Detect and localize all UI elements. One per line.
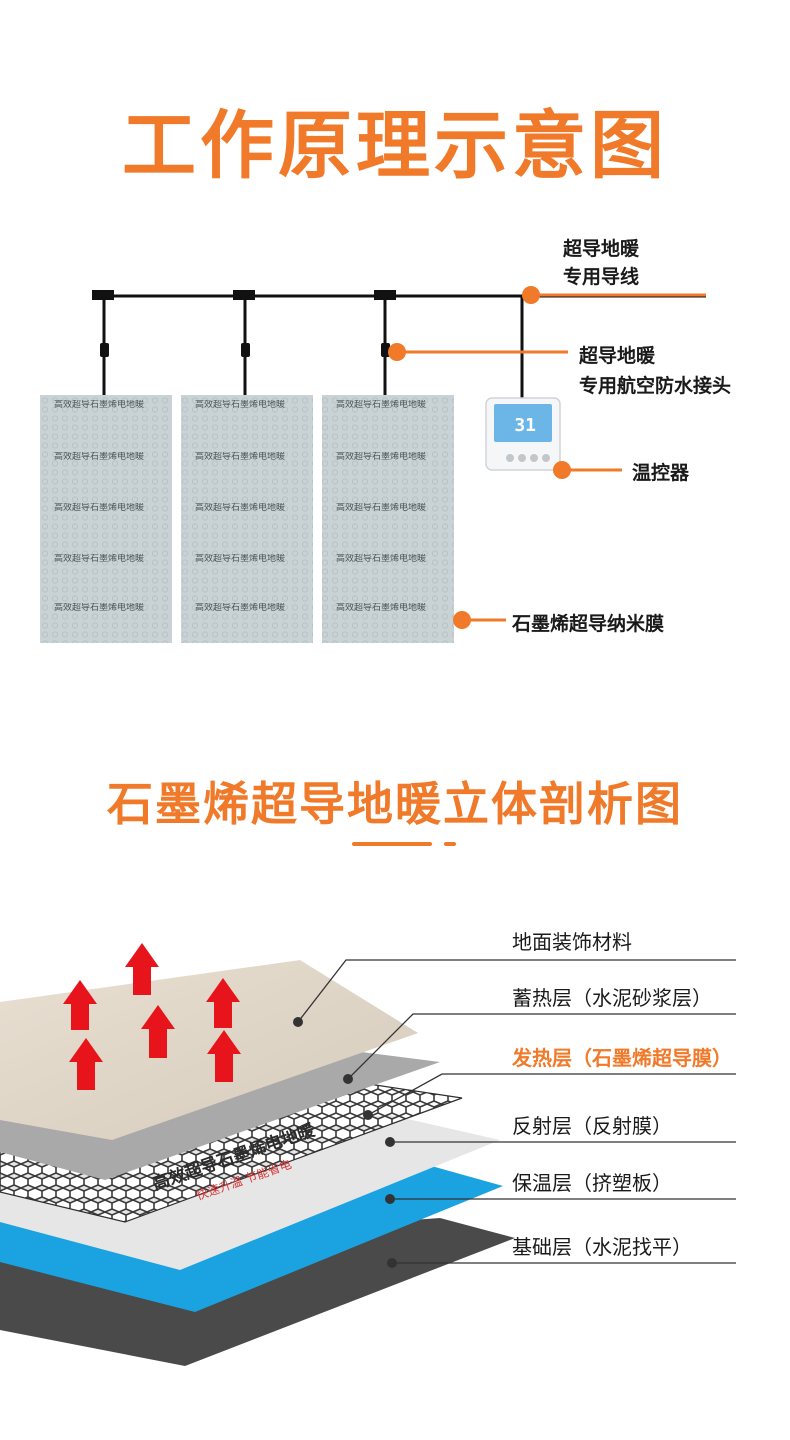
panel-print-text: 高效超导石墨烯电地暖 — [195, 503, 286, 513]
panel-print-text: 高效超导石墨烯电地暖 — [336, 603, 427, 613]
panel-print-text: 高效超导石墨烯电地暖 — [54, 400, 145, 410]
callout-connector — [388, 343, 568, 361]
title-underline-dot — [444, 842, 456, 846]
graphene-film-panel-3 — [322, 395, 454, 643]
panel-print-text: 高效超导石墨烯电地暖 — [195, 554, 286, 564]
label-wire-line-1: 超导地暖 — [563, 238, 640, 260]
diagram-title-working-principle: 工作原理示意图 — [122, 103, 668, 189]
leader-heating-film — [363, 1073, 736, 1120]
layer-label-heat-storage: 蓄热层（水泥砂浆层） — [512, 986, 712, 1010]
callout-wire — [522, 286, 706, 304]
panel-print-text: 高效超导石墨烯电地暖 — [336, 400, 427, 410]
layer-label-floor-finish: 地面装饰材料 — [512, 930, 632, 954]
panel-print-text: 高效超导石墨烯电地暖 — [54, 503, 145, 513]
heat-arrows — [63, 943, 241, 1090]
label-thermostat: 温控器 — [632, 462, 690, 484]
label-connector-line-1: 超导地暖 — [579, 345, 656, 367]
heat-arrow-5 — [69, 1038, 103, 1090]
heat-arrow-3 — [206, 978, 240, 1028]
layer-label-heating-film: 发热层（石墨烯超导膜） — [512, 1046, 732, 1070]
panel-print-text: 高效超导石墨烯电地暖 — [54, 603, 145, 613]
heat-arrow-4 — [141, 1005, 175, 1058]
connector-branch-2 — [233, 290, 255, 396]
layer-label-reflection: 反射层（反射膜） — [512, 1114, 672, 1138]
layer-floor-finish-shape — [0, 960, 418, 1140]
connector-branch-3 — [374, 290, 396, 396]
label-graphene-film: 石墨烯超导纳米膜 — [512, 613, 665, 635]
panel-print-text: 高效超导石墨烯电地暖 — [336, 503, 427, 513]
layer-label-insulation: 保温层（挤塑板） — [512, 1171, 672, 1195]
panel-print-text: 高效超导石墨烯电地暖 — [54, 554, 145, 564]
leader-floor-finish — [293, 959, 736, 1027]
thermostat-device: 31 — [485, 397, 561, 471]
layer-label-base: 基础层（水泥找平） — [512, 1235, 692, 1259]
panel-print-text: 高效超导石墨烯电地暖 — [195, 452, 286, 462]
heat-arrow-2 — [125, 943, 159, 995]
panel-print-text: 高效超导石墨烯电地暖 — [195, 400, 286, 410]
label-connector-line-2: 专用航空防水接头 — [579, 375, 732, 397]
leader-heat-storage — [343, 1013, 736, 1084]
callout-film — [453, 611, 506, 629]
panel-print-text: 高效超导石墨烯电地暖 — [336, 452, 427, 462]
leader-insulation — [385, 1194, 736, 1204]
panel-print-text: 高效超导石墨烯电地暖 — [336, 554, 427, 564]
panel-print-text: 高效超导石墨烯电地暖 — [195, 603, 286, 613]
label-wire-line-2: 专用导线 — [563, 266, 640, 288]
callout-thermostat — [553, 461, 622, 479]
graphene-film-panel-2 — [181, 395, 313, 643]
connector-branch-1 — [92, 290, 114, 396]
thermostat-display-value: 31 — [514, 415, 536, 436]
heat-arrow-6 — [207, 1030, 241, 1082]
heat-arrow-1 — [63, 980, 97, 1030]
leader-reflection — [385, 1137, 736, 1147]
diagram-title-cross-section: 石墨烯超导地暖立体剖析图 — [107, 777, 683, 831]
graphene-film-panel-1 — [40, 395, 172, 643]
leader-base — [387, 1258, 736, 1268]
title-underline-long — [352, 842, 432, 846]
panel-print-text: 高效超导石墨烯电地暖 — [54, 452, 145, 462]
